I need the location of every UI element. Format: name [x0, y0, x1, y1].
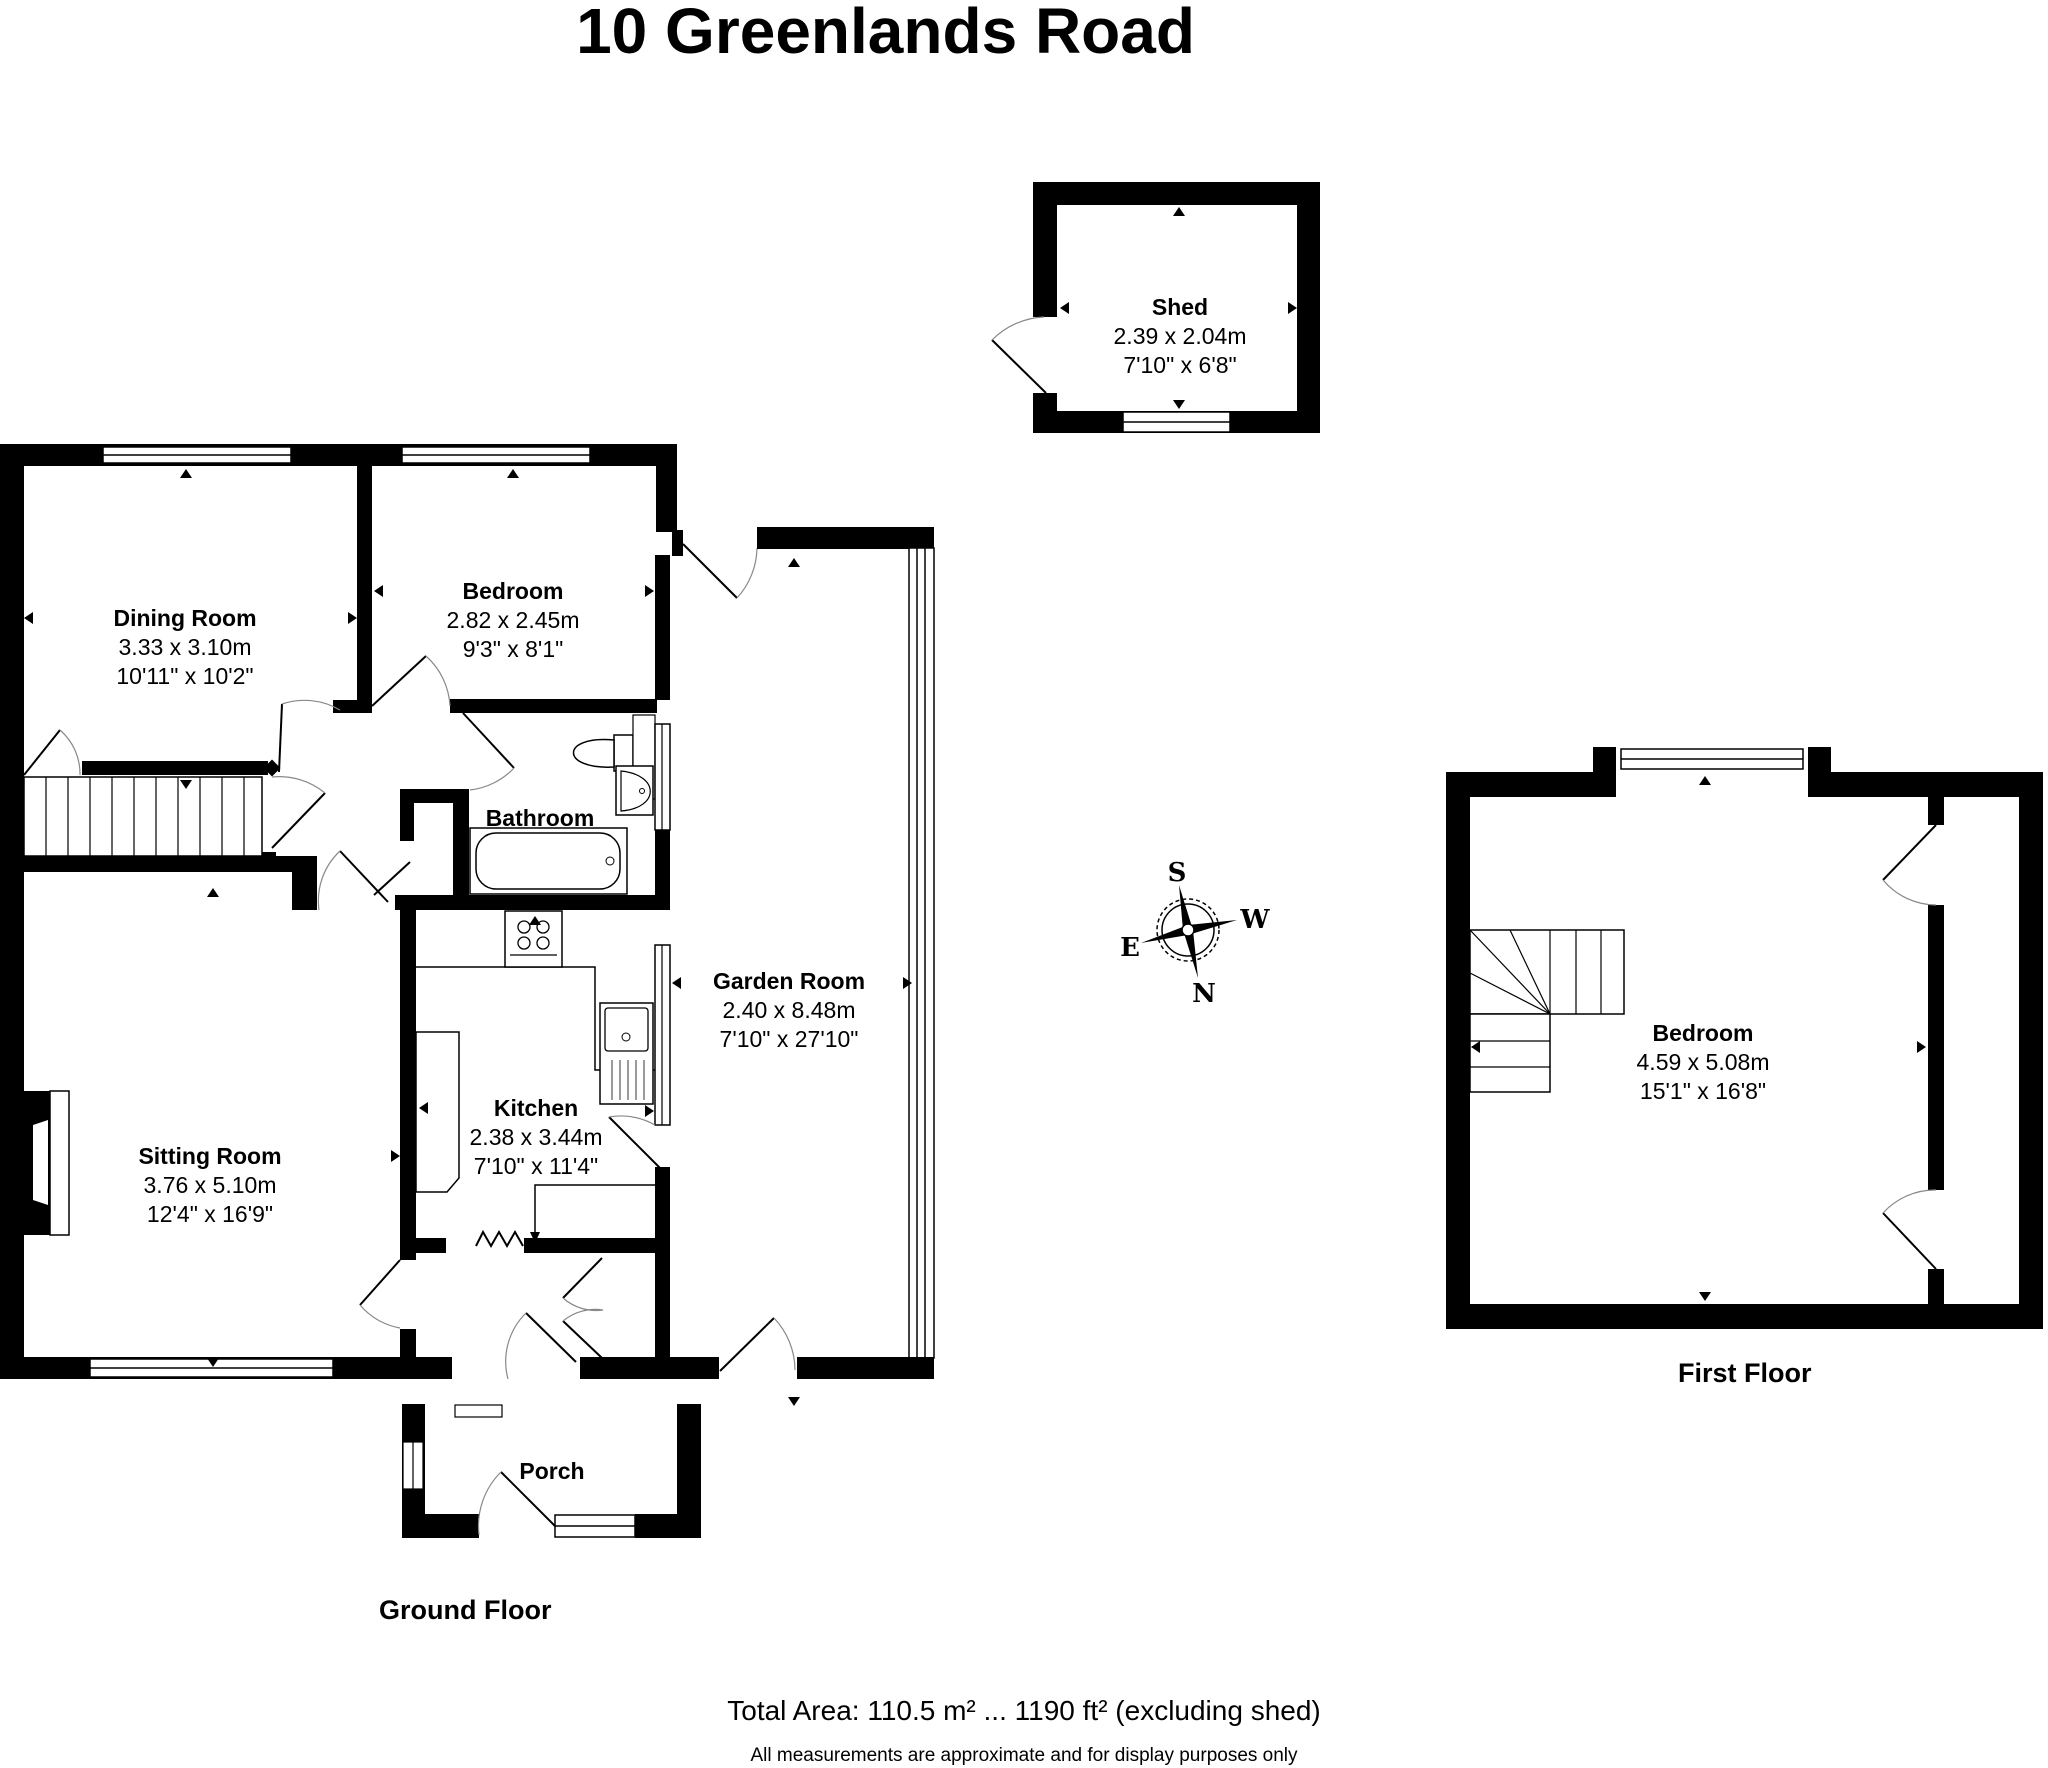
room-name: Bathroom: [485, 805, 595, 831]
compass-letter-bottom: N: [1192, 979, 1216, 1009]
room-dimensions-imperial: 7'10" x 27'10": [719, 1026, 859, 1052]
room-dimensions-imperial: 7'10" x 11'4": [473, 1153, 599, 1179]
window-icon: [401, 446, 591, 464]
kitchen-sink-icon: [599, 1002, 654, 1105]
room-dimensions-imperial: 9'3" x 8'1": [462, 636, 564, 662]
room-label-porch: Porch: [519, 1457, 584, 1486]
room-dimensions-metric: 4.59 x 5.08m: [1636, 1049, 1770, 1075]
room-name: Sitting Room: [138, 1143, 282, 1169]
room-name: Shed: [1151, 294, 1209, 320]
window-icon: [554, 1514, 636, 1538]
room-name: Dining Room: [113, 605, 257, 631]
room-label-bedroom-first: Bedroom 4.59 x 5.08m 15'1" x 16'8": [1637, 1019, 1770, 1106]
compass-letter-left: E: [1120, 933, 1140, 963]
window-icon: [102, 446, 292, 464]
fireplace-icon: [24, 1090, 70, 1236]
door-icon: [991, 316, 1047, 394]
total-area-text: Total Area: 110.5 m² ... 1190 ft² (exclu…: [727, 1695, 1321, 1726]
window-icon: [402, 1441, 424, 1490]
page-title: 10 Greenlands Road: [576, 0, 1195, 67]
shed-plan: [991, 182, 1320, 433]
room-dimensions-metric: 2.39 x 2.04m: [1113, 323, 1247, 349]
room-name: Porch: [519, 1458, 585, 1484]
hob-icon: [504, 910, 563, 968]
room-name: Garden Room: [712, 968, 866, 994]
sink-icon: [615, 765, 654, 816]
disclaimer-text: All measurements are approximate and for…: [750, 1745, 1298, 1766]
room-name: Kitchen: [493, 1095, 579, 1121]
room-dimensions-metric: 2.40 x 8.48m: [722, 997, 856, 1023]
compass-rose-icon: [1141, 885, 1237, 978]
dimension-arrow-icon: [1173, 400, 1185, 409]
window-icon: [654, 944, 671, 1126]
room-name: Bedroom: [462, 578, 564, 604]
compass-letter-right: W: [1240, 905, 1270, 935]
dimension-arrow-icon: [1060, 302, 1069, 314]
room-label-dining-room: Dining Room 3.33 x 3.10m 10'11" x 10'2": [113, 604, 256, 691]
room-dimensions-imperial: 10'11" x 10'2": [116, 663, 254, 689]
room-label-garden-room: Garden Room 2.40 x 8.48m 7'10" x 27'10": [713, 967, 865, 1054]
room-dimensions-imperial: 7'10" x 6'8": [1123, 352, 1237, 378]
room-label-sitting-room: Sitting Room 3.76 x 5.10m 12'4" x 16'9": [138, 1142, 281, 1229]
room-dimensions-metric: 2.38 x 3.44m: [469, 1124, 603, 1150]
room-dimensions-metric: 3.76 x 5.10m: [143, 1172, 277, 1198]
bath-icon: [469, 827, 628, 895]
room-dimensions-imperial: 12'4" x 16'9": [146, 1201, 274, 1227]
first-floor-plan: [1446, 747, 2043, 1329]
room-label-shed: Shed 2.39 x 2.04m 7'10" x 6'8": [1114, 293, 1247, 380]
room-name: Bedroom: [1652, 1020, 1754, 1046]
floor-label-first: First Floor: [1678, 1358, 1812, 1388]
room-dimensions-imperial: 15'1" x 16'8": [1639, 1078, 1767, 1104]
dimension-arrow-icon: [1288, 302, 1297, 314]
floor-label-ground: Ground Floor: [379, 1595, 552, 1625]
staircase-icon: [23, 776, 263, 857]
compass-letter-top: S: [1167, 858, 1187, 888]
room-dimensions-metric: 3.33 x 3.10m: [118, 634, 252, 660]
dimension-arrow-icon: [1173, 207, 1185, 216]
room-label-bathroom: Bathroom: [486, 804, 595, 833]
ground-floor-plan: [0, 444, 935, 1538]
room-dimensions-metric: 2.82 x 2.45m: [446, 607, 580, 633]
window-icon: [1122, 411, 1231, 433]
room-label-kitchen: Kitchen 2.38 x 3.44m 7'10" x 11'4": [470, 1094, 603, 1181]
window-icon: [454, 1404, 503, 1418]
window-icon: [1620, 748, 1804, 770]
room-label-bedroom-ground: Bedroom 2.82 x 2.45m 9'3" x 8'1": [447, 577, 580, 664]
window-icon: [654, 723, 671, 831]
window-icon: [89, 1358, 334, 1378]
staircase-icon: [1469, 929, 1625, 1093]
